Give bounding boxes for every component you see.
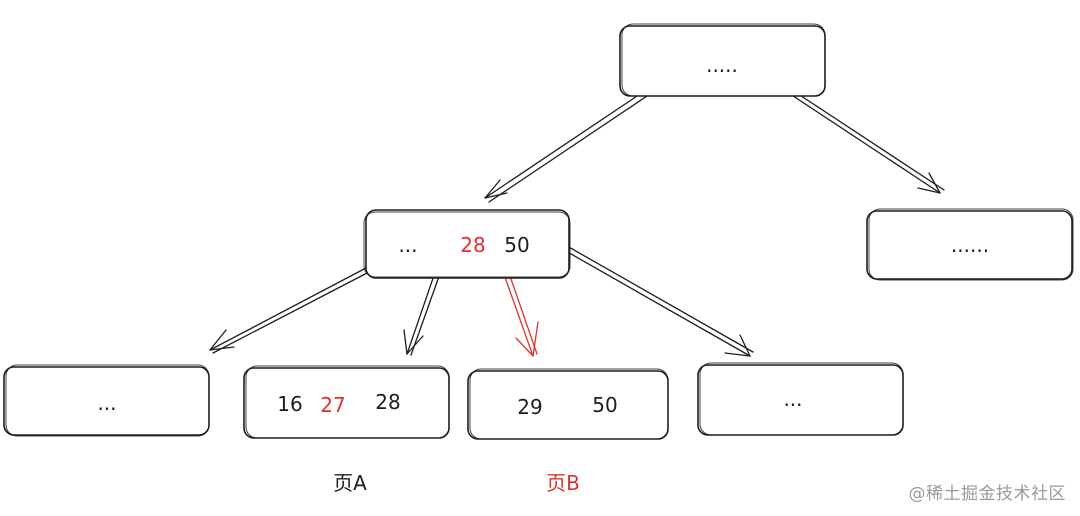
tree-leaf-a: 16 27 28 — [243, 365, 450, 439]
node-key: 50 — [592, 393, 617, 417]
node-key: 29 — [517, 395, 542, 419]
node-key: ... — [398, 233, 417, 257]
edge-root-to-right-node — [777, 83, 945, 194]
tree-node-root: ..... — [619, 23, 826, 97]
edge-internal-to-leaf-1 — [209, 267, 370, 354]
node-key-highlighted: 27 — [320, 393, 345, 417]
page-a-label: 页A — [333, 471, 367, 495]
page-b-label: 页B — [546, 471, 580, 495]
node-key: 28 — [375, 390, 400, 414]
node-key-highlighted: 28 — [460, 233, 485, 257]
tree-node-internal: ... 28 50 — [363, 209, 571, 279]
tree-node-right: ...... — [866, 208, 1074, 281]
node-key: 50 — [504, 233, 529, 257]
watermark: @稀土掘金技术社区 — [908, 484, 1066, 504]
edge-internal-to-leaf-4 — [549, 237, 754, 357]
node-key: ... — [783, 387, 802, 411]
edge-root-to-internal-node — [484, 85, 657, 203]
tree-leaf-b: 29 50 — [467, 368, 669, 440]
node-key: 16 — [277, 392, 302, 416]
node-key: ...... — [951, 233, 989, 257]
tree-leaf-4: ... — [697, 362, 904, 436]
tree-leaf-1: ... — [3, 364, 210, 437]
node-key: ..... — [706, 53, 738, 77]
node-key: ... — [97, 391, 116, 415]
